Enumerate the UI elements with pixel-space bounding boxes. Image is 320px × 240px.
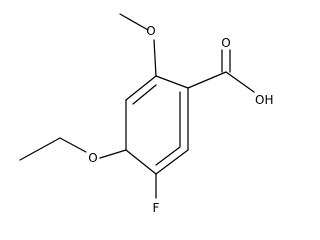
carbonyl-oxygen-label: O	[221, 36, 230, 50]
bond-ring-ethoxy-o	[99, 149, 127, 159]
ring-bond-c5-c6	[155, 149, 189, 175]
ring-bond-c4-c5	[125, 149, 157, 175]
ring-bond-c5-c6-inner	[155, 146, 181, 166]
bond-methoxy-o-methyl	[119, 13, 149, 31]
fluorine-label: F	[153, 201, 160, 215]
atom-labels: O O OH O F	[88, 24, 273, 215]
bonds	[19, 13, 255, 199]
ethoxy-oxygen-label: O	[88, 151, 97, 165]
bond-ring-methoxy-o	[153, 39, 157, 77]
bond-ring-carboxyl-c	[187, 71, 227, 89]
ring-bond-c1-c2	[155, 75, 189, 89]
molecule-drawing: O O OH O F	[19, 13, 273, 215]
methoxy-oxygen-label: O	[146, 24, 155, 38]
hydroxyl-label: OH	[255, 93, 273, 107]
bond-carboxyl-hydroxyl	[225, 71, 255, 93]
bond-ethyl-ch2-ch3	[19, 137, 61, 161]
ring-bond-c2-c3	[125, 75, 157, 101]
bond-ethoxy-o-ch2	[59, 137, 87, 153]
chemical-structure-canvas: O O OH O F	[19, 13, 274, 215]
ring-bond-c2-c3-inner	[132, 84, 157, 105]
